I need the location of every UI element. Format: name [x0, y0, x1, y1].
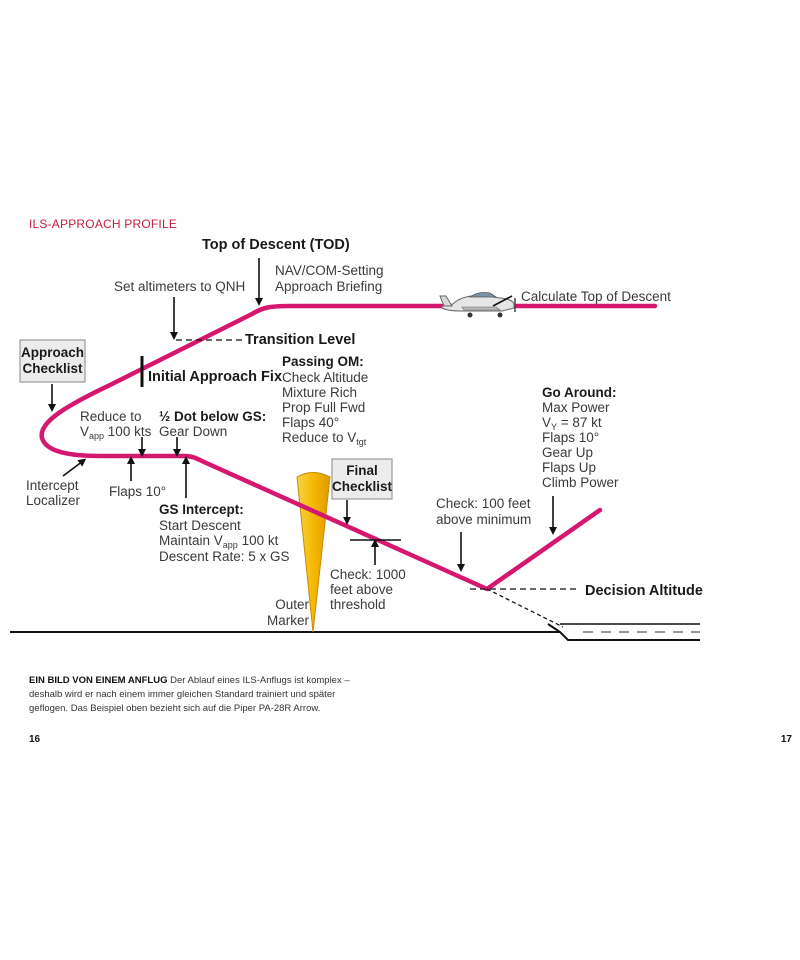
- approach-checklist-line1: Approach: [21, 345, 84, 360]
- max-power-label: Max Power: [542, 400, 610, 415]
- maintain-vapp-label: Maintain Vapp 100 kt: [159, 533, 279, 550]
- go-around-item: Gear Up: [542, 445, 593, 460]
- reduce-to-vtgt-label: Reduce to Vtgt: [282, 430, 367, 447]
- approach-checklist-box: [19, 339, 86, 383]
- passing-om-item: Check Altitude: [282, 370, 368, 385]
- top-of-descent-label: Top of Descent (TOD): [202, 237, 350, 253]
- start-descent-label: Start Descent: [159, 518, 241, 533]
- check-100-line1: Check: 100 feet: [436, 496, 531, 511]
- passing-om-item: Prop Full Fwd: [282, 400, 365, 415]
- calc-tod-pointer: [492, 295, 513, 307]
- caption-line2: deshalb wird er nach einem immer gleiche…: [29, 689, 335, 700]
- check-1000-line2: feet above: [330, 582, 393, 597]
- passing-om-item: Flaps 40°: [282, 415, 339, 430]
- go-around-title: Go Around:: [542, 385, 616, 400]
- localizer-label: Localizer: [26, 493, 81, 508]
- airplane-icon: [439, 292, 516, 318]
- set-altimeters-label: Set altimeters to QNH: [114, 279, 245, 294]
- reduce-vapp-label: Vapp 100 kts: [80, 424, 152, 441]
- go-around-item: Climb Power: [542, 475, 619, 490]
- check-1000-line3: threshold: [330, 597, 386, 612]
- intercept-arrow: [62, 458, 87, 477]
- intercept-label: Intercept: [26, 478, 79, 493]
- glideslope-extension-line: [486, 588, 564, 628]
- runway: [547, 623, 700, 641]
- approach-briefing-label: Approach Briefing: [275, 279, 382, 294]
- go-around-item: Flaps Up: [542, 460, 596, 475]
- passing-om-item: Mixture Rich: [282, 385, 357, 400]
- outer-marker-line2: Marker: [267, 613, 310, 628]
- nav-com-label: NAV/COM-Setting: [275, 263, 384, 278]
- transition-level-label: Transition Level: [245, 332, 355, 348]
- check-1000-line1: Check: 1000: [330, 567, 406, 582]
- vy-label: VY = 87 kt: [542, 415, 602, 432]
- passing-om-title: Passing OM:: [282, 354, 364, 369]
- final-checklist-line1: Final: [346, 463, 378, 478]
- outer-marker-cone: [296, 472, 331, 633]
- descent-rate-label: Descent Rate: 5 x GS: [159, 549, 290, 564]
- flaps-10-label: Flaps 10°: [109, 484, 166, 499]
- final-checklist-line2: Checklist: [332, 479, 393, 494]
- check-100-line2: above minimum: [436, 512, 531, 527]
- flight-path: [39, 303, 658, 592]
- page-number-left: 16: [29, 734, 41, 745]
- decision-altitude-label: Decision Altitude: [585, 583, 703, 599]
- gs-intercept-title: GS Intercept:: [159, 502, 244, 517]
- reduce-to-label: Reduce to: [80, 409, 142, 424]
- gear-down-label: Gear Down: [159, 424, 227, 439]
- caption-line3: geflogen. Das Beispiel oben bezieht sich…: [29, 703, 320, 714]
- page-number-right: 17: [781, 734, 793, 745]
- approach-checklist-line2: Checklist: [22, 361, 83, 376]
- section-title: ILS-APPROACH PROFILE: [29, 217, 177, 231]
- caption-line1: EIN BILD VON EINEM ANFLUG Der Ablauf ein…: [29, 675, 350, 686]
- final-checklist-box: [331, 458, 393, 500]
- initial-approach-fix-label: Initial Approach Fix: [148, 369, 282, 385]
- outer-marker-line1: Outer: [275, 597, 309, 612]
- calculate-tod-label: Calculate Top of Descent: [521, 289, 671, 304]
- go-around-item: Flaps 10°: [542, 430, 599, 445]
- half-dot-title: ½ Dot below GS:: [159, 409, 266, 424]
